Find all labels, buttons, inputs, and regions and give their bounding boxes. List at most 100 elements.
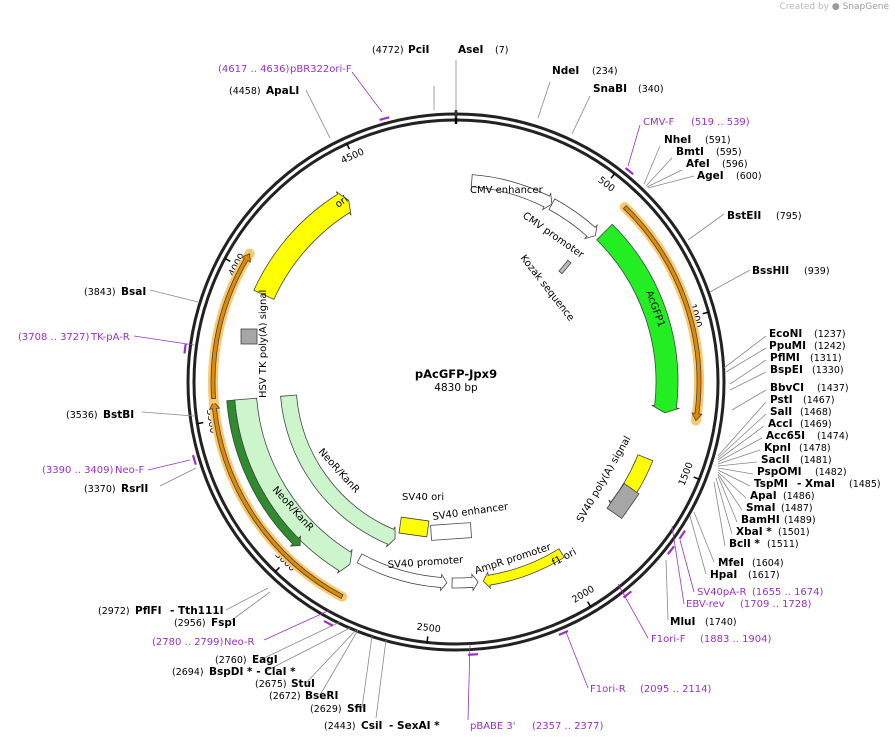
site-pos-pflfi: (2972) [98, 606, 130, 617]
leader-line [723, 335, 767, 369]
site-name-xmai: - XmaI [797, 478, 835, 490]
site-name-sali: SalI [770, 406, 792, 418]
leader-line [717, 437, 763, 463]
feature-label-sv40-promoter: SV40 promoter [387, 555, 464, 571]
orf-neor-outer [208, 401, 344, 599]
site-pos-pcii: (4772) [372, 45, 404, 56]
tick-mark [346, 143, 351, 150]
feature-sv40-polya-block [606, 482, 640, 520]
site-name-ndei: NdeI [552, 65, 579, 77]
primer-leader-line [679, 539, 695, 593]
site-pos-sacii: (1481) [800, 455, 832, 466]
leader-line [717, 425, 765, 461]
leader-line [159, 467, 197, 487]
snapgene-logo-icon: ● [831, 2, 843, 12]
tick-label: 2500 [416, 622, 441, 636]
site-pos-apali: (4458) [229, 86, 261, 97]
site-name-acc65i: Acc65I [766, 430, 805, 442]
site-pos-xbai: (1501) [778, 527, 810, 538]
leader-line [646, 169, 683, 188]
primer-range-ebv-rev: (1709 .. 1728) [740, 599, 812, 610]
leader-line [265, 627, 351, 672]
primer-binding-mark [468, 653, 479, 656]
feature-arrows [208, 174, 704, 602]
primer-binding-mark [667, 545, 675, 555]
tick-mark [426, 636, 429, 643]
primer-leader-line [133, 335, 195, 346]
feature-neor-kanr-inner [280, 394, 396, 548]
site-pos-psti: (1467) [803, 395, 835, 406]
primer-name-pbr322ori-f: pBR322ori-F [290, 64, 352, 75]
leader-line [319, 629, 359, 696]
site-pos-econi: (1237) [814, 329, 846, 340]
primer-leader-line [467, 643, 471, 721]
site-pos-bcli: (1511) [767, 539, 799, 550]
primer-leader-line [627, 124, 641, 167]
site-name-mlui: MluI [670, 616, 695, 628]
site-pos-mlui: (1740) [705, 617, 737, 628]
site-name-bspdi: BspDI * - ClaI * [209, 666, 296, 678]
site-name-bbvci: BbvCI [770, 382, 804, 394]
tick-mark [693, 476, 700, 481]
site-pos-mfei: (1604) [752, 558, 784, 569]
site-pos-bstbi: (3536) [66, 410, 98, 421]
site-pos-asei: (7) [495, 45, 508, 56]
site-name-hpai: HpaI [710, 569, 737, 581]
tick-mark [586, 601, 592, 608]
site-pos-csii: (2443) [324, 721, 356, 732]
site-name-apai: ApaI [750, 490, 777, 502]
primer-binding-mark [183, 343, 187, 354]
leader-line [305, 629, 357, 684]
primer-binding-mark [624, 167, 634, 176]
site-name-eagi: EagI [252, 654, 278, 666]
site-name-bsai: BsaI [121, 286, 146, 298]
leader-line [731, 389, 767, 411]
site-pos-agei: (600) [736, 171, 762, 182]
site-name-stui: StuI [291, 678, 315, 690]
primer-name-f1ori-f: F1ori-F [651, 634, 686, 645]
site-pos-bsshii: (939) [804, 266, 830, 277]
leader-line [729, 359, 767, 385]
leader-line [689, 515, 707, 575]
primer-leader-line [671, 525, 685, 605]
site-name-agei: AgeI [697, 170, 724, 182]
site-name-sexai: - SexAI * [389, 720, 440, 732]
primer-leader-line [263, 609, 331, 641]
site-name-bmti: BmtI [676, 146, 704, 158]
primer-binding-mark [191, 454, 197, 466]
site-pos-ndei: (234) [592, 66, 618, 77]
primer-range-f1ori-f: (1883 .. 1904) [700, 634, 772, 645]
primer-name-pbabe3: pBABE 3' [470, 721, 516, 732]
leader-line [717, 469, 751, 487]
leader-line [687, 213, 725, 241]
leader-line [717, 449, 761, 465]
site-name-bamhi: BamHI [741, 514, 780, 526]
leader-line [261, 621, 341, 660]
primer-range-pbabe3: (2357 .. 2377) [532, 721, 604, 732]
site-name-bstbi: BstBI [103, 409, 134, 421]
feature-sv40-promoter [356, 553, 448, 592]
site-name-psti: PstI [770, 394, 793, 406]
site-pos-acci: (1469) [800, 419, 832, 430]
tick-label: 1500 [677, 461, 696, 488]
site-name-tth111i: - Tth111I [170, 605, 224, 617]
site-name-nhei: NheI [664, 134, 691, 146]
site-name-ppumi: PpuMI [769, 340, 806, 352]
leader-line [645, 157, 673, 187]
leader-line [665, 559, 669, 621]
tick-label: 4500 [339, 146, 366, 166]
site-pos-apai: (1486) [783, 491, 815, 502]
site-pos-hpai: (1617) [748, 570, 780, 581]
site-pos-snabi: (340) [638, 84, 664, 95]
leader-line [305, 89, 331, 139]
primer-name-ebv-rev: EBV-rev [686, 599, 725, 610]
primer-range-neo-f: (3390 .. 3409) [42, 465, 114, 476]
feature-ampr-promoter [451, 573, 479, 592]
snapgene-watermark: Created by ● SnapGene [779, 2, 889, 12]
primer-leader-line [147, 459, 191, 471]
leader-lines [133, 60, 767, 721]
site-name-pflfi: PflFI [135, 605, 162, 617]
site-name-csii: CsiI [361, 720, 382, 732]
orf-acgfp-outer [622, 205, 703, 422]
feature-cmv-promoter [548, 198, 598, 240]
